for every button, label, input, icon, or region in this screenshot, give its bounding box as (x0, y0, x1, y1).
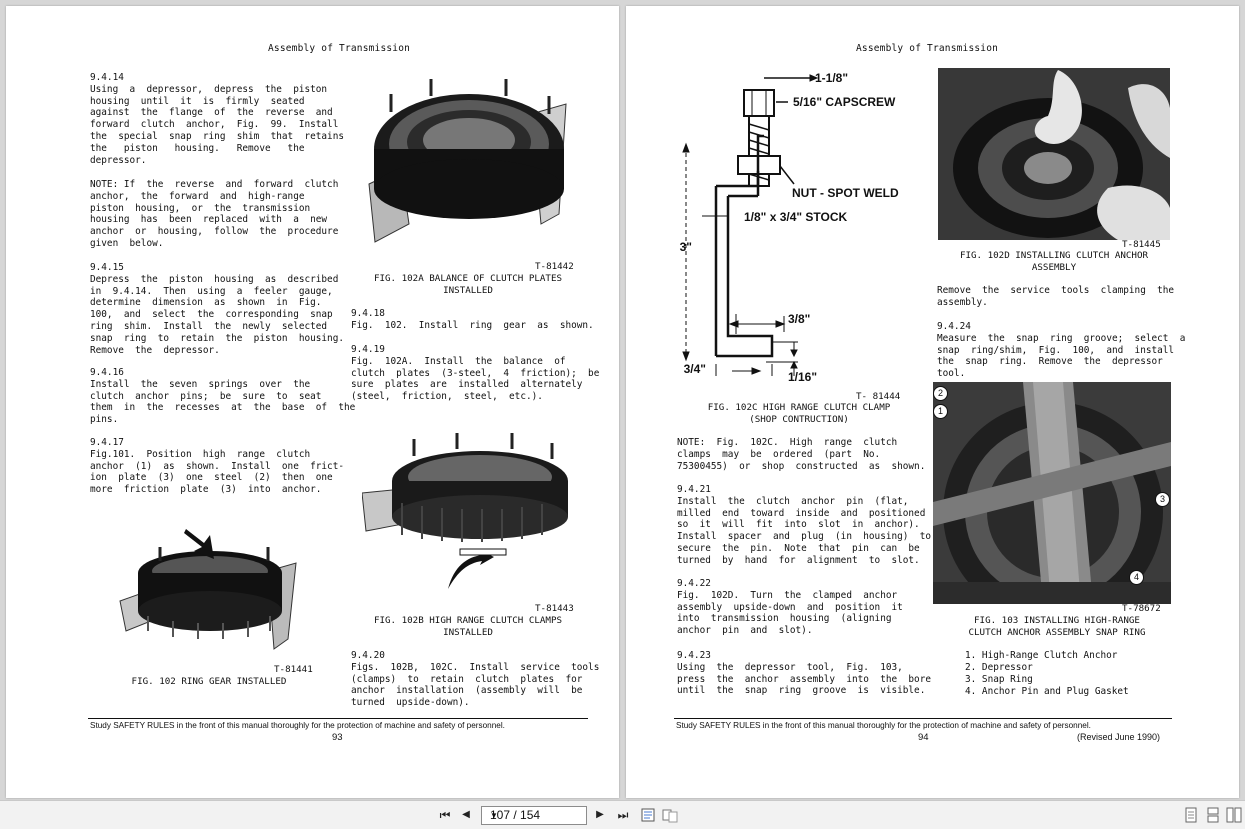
callout-3: 3 (1155, 492, 1170, 507)
viewer-toolbar: ⏮ ◀ 107 / 154 ▼ ▶ ⏭ (0, 800, 1245, 829)
page-number-value: 107 / 154 (490, 808, 541, 822)
section-9-4-24: 9.4.24 Measure the snap ring groove; sel… (937, 321, 1186, 380)
fig-102d-tag: T-81445 (1122, 239, 1161, 250)
dim-label: 3/4" (683, 362, 706, 376)
fig-102a-tag: T-81442 (535, 261, 574, 272)
fig-103-caption: FIG. 103 INSTALLING HIGH-RANGE CLUTCH AN… (968, 615, 1146, 638)
fig-102d-caption: FIG. 102D INSTALLING CLUTCH ANCHOR ASSEM… (959, 250, 1149, 273)
skip-to-first-icon[interactable]: ⏮ (439, 808, 451, 822)
callout-2: 2 (933, 386, 948, 401)
fig-103-tag: T-78672 (1122, 603, 1161, 614)
document-page-left: Assembly of Transmission 9.4.14 Using a … (6, 6, 619, 798)
fig-102a-photo (361, 74, 576, 259)
next-page-icon[interactable]: ▶ (596, 809, 604, 820)
dim-label: 3/8" (788, 312, 811, 326)
section-9-4-18: 9.4.18 Fig. 102. Install ring gear as sh… (351, 308, 594, 331)
dim-label: 1-1/8" (815, 71, 849, 85)
note-paragraph: NOTE: If the reverse and forward clutch … (90, 179, 339, 249)
fig-103-photo: 2 1 3 4 (933, 382, 1171, 622)
fig-102b-photo (361, 431, 577, 601)
two-page-icon[interactable] (662, 807, 678, 823)
single-page-icon[interactable] (1184, 807, 1198, 823)
callout-1: 1 (933, 404, 948, 419)
previous-page-icon[interactable]: ◀ (462, 809, 470, 820)
fig-102-tag: T-81441 (274, 664, 313, 675)
dim-label: 3" (679, 240, 692, 254)
safety-footer: Study SAFETY RULES in the front of this … (676, 721, 1091, 730)
section-9-4-21: 9.4.21 Install the clutch anchor pin (fl… (677, 484, 931, 566)
section-9-4-15: 9.4.15 Depress the piston housing as des… (90, 262, 344, 356)
section-9-4-19: 9.4.19 Fig. 102A. Install the balance of… (351, 344, 600, 403)
document-page-right: Assembly of Transmission (626, 6, 1239, 798)
chevron-down-icon: ▼ (490, 811, 498, 820)
footer-rule (88, 718, 588, 719)
section-9-4-20: 9.4.20 Figs. 102B, 102C. Install service… (351, 650, 600, 709)
fig-103-legend: 1. High-Range Clutch Anchor 2. Depressor… (965, 650, 1129, 697)
revision-note: (Revised June 1990) (1077, 732, 1161, 742)
skip-to-last-icon[interactable]: ⏭ (617, 808, 629, 822)
capscrew-label: 5/16" CAPSCREW (793, 95, 896, 109)
fit-page-icon[interactable] (640, 807, 656, 823)
continuous-page-icon[interactable] (1206, 807, 1220, 823)
fig-102-caption: FIG. 102 RING GEAR INSTALLED (131, 676, 287, 687)
page-number: 93 (332, 732, 343, 743)
fig-102c-caption: FIG. 102C HIGH RANGE CLUTCH CLAMP (SHOP … (707, 402, 891, 425)
section-9-4-17: 9.4.17 Fig.101. Position high range clut… (90, 437, 344, 496)
section-9-4-23: 9.4.23 Using the depressor tool, Fig. 10… (677, 650, 931, 697)
remove-tools-paragraph: Remove the service tools clamping the as… (937, 285, 1175, 308)
dim-label: 1/16" (788, 370, 818, 384)
fig-102b-caption: FIG. 102B HIGH RANGE CLUTCH CLAMPS INSTA… (373, 615, 563, 638)
fig-102a-caption: FIG. 102A BALANCE OF CLUTCH PLATES INSTA… (373, 273, 563, 296)
section-9-4-22: 9.4.22 Fig. 102D. Turn the clamped ancho… (677, 578, 903, 637)
fig-102c-diagram: 1-1/8" 5/16" CAPSCREW NUT - SPOT WELD 1/… (672, 66, 912, 396)
page-number: 94 (918, 732, 929, 743)
nut-label: NUT - SPOT WELD (792, 186, 899, 200)
page-header: Assembly of Transmission (856, 43, 999, 54)
page-number-select[interactable]: 107 / 154 ▼ (481, 806, 587, 825)
section-9-4-14: 9.4.14 Using a depressor, depress the pi… (90, 72, 344, 166)
note-paragraph: NOTE: Fig. 102C. High range clutch clamp… (677, 437, 926, 472)
fig-102b-tag: T-81443 (535, 603, 574, 614)
fig-102-photo (118, 521, 303, 661)
fig-102c-tag: T- 81444 (856, 391, 901, 402)
section-9-4-16: 9.4.16 Install the seven springs over th… (90, 367, 356, 426)
facing-pages-icon[interactable] (1226, 807, 1242, 823)
safety-footer: Study SAFETY RULES in the front of this … (90, 721, 505, 730)
page-header: Assembly of Transmission (268, 43, 411, 54)
callout-4: 4 (1129, 570, 1144, 585)
stock-label: 1/8" x 3/4" STOCK (744, 210, 848, 224)
footer-rule (674, 718, 1172, 719)
fig-102d-photo (938, 68, 1170, 240)
